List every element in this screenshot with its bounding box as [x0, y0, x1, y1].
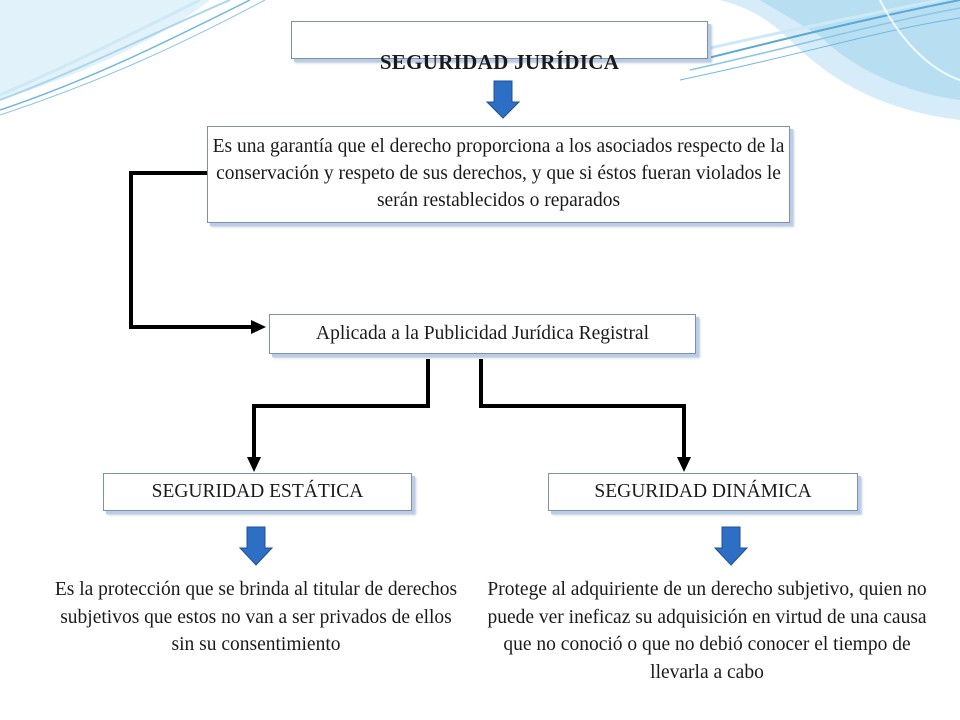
application-box: Aplicada a la Publicidad Jurídica Regist… — [269, 314, 696, 354]
top-left-wave — [0, 0, 266, 116]
static-security-description: Es la protección que se brinda al titula… — [51, 576, 461, 670]
dynamic-security-label: SEGURIDAD DINÁMICA — [594, 481, 812, 502]
application-text: Aplicada a la Publicidad Jurídica Regist… — [315, 323, 650, 344]
block-arrow-static-down — [238, 526, 274, 566]
dynamic-security-description: Protege al adquiriente de un derecho sub… — [474, 576, 940, 696]
static-security-box: SEGURIDAD ESTÁTICA — [103, 473, 412, 511]
arrowhead-application — [251, 320, 266, 334]
connector-to-dynamic — [479, 359, 686, 458]
definition-box: Es una garantía que el derecho proporcio… — [207, 126, 790, 223]
block-arrow-dynamic-down — [713, 526, 749, 566]
top-right-wave — [679, 0, 960, 120]
arrowhead-static — [247, 457, 261, 472]
title-box — [291, 21, 708, 59]
block-arrow-title-down — [485, 80, 521, 119]
diagram-title: SEGURIDAD JURÍDICA — [379, 50, 620, 74]
connector-definition-to-application — [129, 171, 252, 329]
arrowhead-dynamic — [677, 457, 691, 472]
dynamic-security-box: SEGURIDAD DINÁMICA — [548, 473, 858, 511]
connector-to-static — [252, 359, 430, 458]
static-security-label: SEGURIDAD ESTÁTICA — [151, 481, 364, 502]
definition-text: Es una garantía que el derecho proporcio… — [212, 136, 785, 211]
